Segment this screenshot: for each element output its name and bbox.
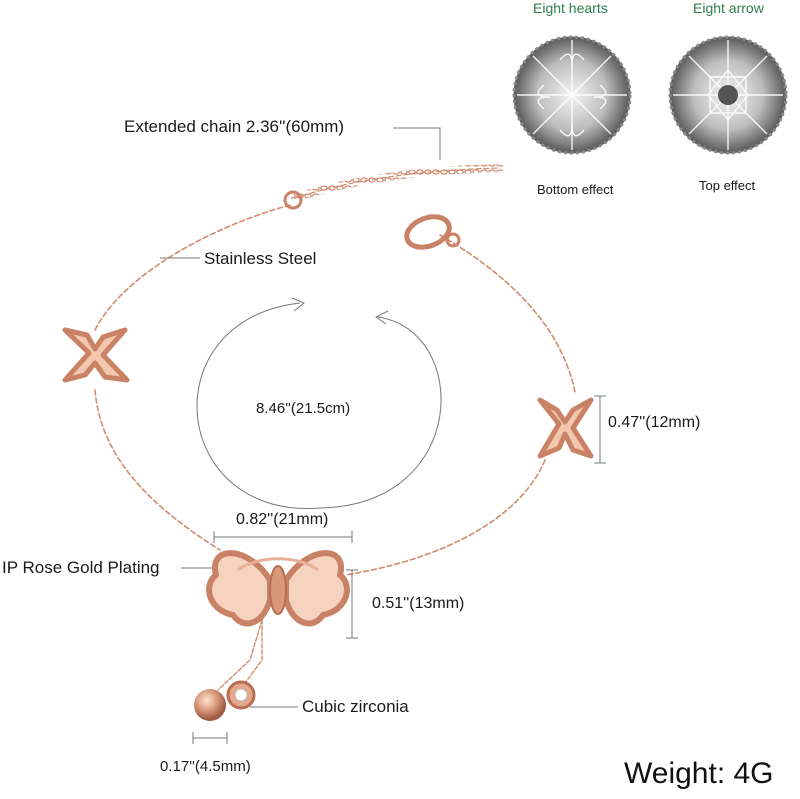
butterfly-width-label: 0.82''(21mm): [236, 511, 329, 528]
butterfly-height-label: 0.51''(13mm): [372, 595, 465, 612]
top-effect-caption: Top effect: [699, 178, 756, 193]
material-label: Stainless Steel: [204, 249, 317, 268]
eight-arrow-title: Eight arrow: [693, 0, 764, 16]
eight-hearts-gem: [512, 35, 632, 155]
charm-height-dim: [594, 395, 606, 464]
lobster-clasp: [404, 214, 461, 250]
charm-height-label: 0.47''(12mm): [608, 414, 701, 431]
cubic-zirconia-drop: [226, 680, 256, 710]
bottom-effect-caption: Bottom effect: [537, 182, 614, 197]
butterfly-width-dim: [213, 531, 353, 543]
eight-hearts-title: Eight hearts: [533, 0, 608, 16]
weight-label: Weight: 4G: [624, 757, 774, 790]
extended-chain-label: Extended chain 2.36''(60mm): [124, 117, 345, 136]
eight-arrows-gem: [668, 35, 788, 155]
length-label: 8.46''(21.5cm): [256, 400, 351, 417]
main-butterfly-charm: [206, 550, 350, 627]
butterfly-height-dim: [346, 569, 358, 639]
left-charm: [62, 327, 130, 383]
jump-ring: [283, 190, 303, 210]
length-circle: [196, 297, 442, 509]
extended-chain-leader: [393, 127, 441, 160]
plating-label: IP Rose Gold Plating: [2, 558, 160, 577]
bead-size-dim: [192, 732, 228, 744]
stone-label: Cubic zirconia: [302, 697, 409, 716]
right-charm: [537, 397, 594, 459]
bead-size-label: 0.17''(4.5mm): [160, 758, 251, 775]
rose-gold-bead: [194, 689, 226, 721]
